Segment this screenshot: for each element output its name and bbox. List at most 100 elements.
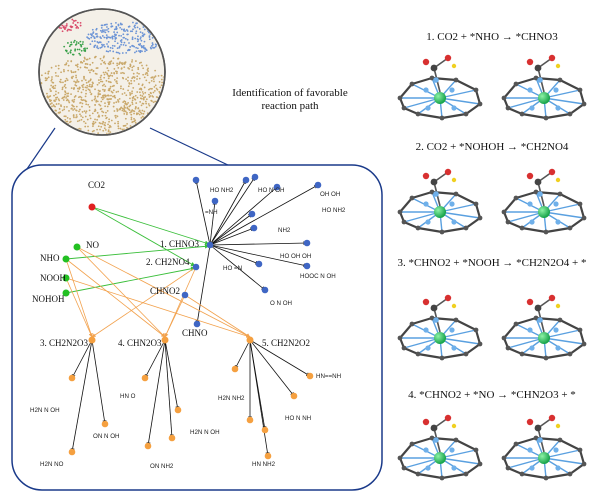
ring-atom — [577, 327, 583, 333]
ring-atom — [567, 471, 573, 477]
nitrogen-atom — [529, 105, 535, 111]
ring-bond — [507, 346, 523, 356]
carbon-atom — [534, 178, 542, 186]
edge-black — [234, 339, 251, 370]
nitrogen-atom — [425, 345, 431, 351]
nitrogen-atom — [433, 437, 439, 443]
reaction-title-2: 2. CO2 + *NOHOH → *CH2NO4 — [416, 141, 569, 153]
node-intermediate — [255, 260, 263, 268]
nitrogen-atom — [425, 105, 431, 111]
ring-atom — [557, 191, 563, 197]
ring-atom — [463, 471, 469, 477]
coordination-bond — [543, 337, 585, 345]
frag-2: HO N OH — [258, 187, 284, 194]
nitrogen-atom — [555, 219, 561, 225]
carbon-atom — [534, 64, 542, 72]
frag-19: H2N N OH — [190, 429, 220, 436]
edge-black — [71, 339, 93, 379]
ring-bond — [474, 329, 482, 345]
node-intermediate — [261, 286, 269, 294]
node-key-product — [88, 336, 96, 344]
edge-black — [209, 213, 253, 246]
node-intermediate — [242, 176, 250, 184]
edge-black — [91, 339, 107, 425]
frag-4: OH OH — [320, 191, 340, 198]
ring-bond — [441, 112, 467, 120]
nitrogen-atom — [553, 87, 559, 93]
ring-bond — [515, 76, 537, 86]
edge-black — [209, 244, 266, 291]
metal-center-atom — [434, 206, 446, 218]
coordination-bond — [507, 337, 545, 349]
ring-atom — [581, 101, 587, 107]
heading-line-2: reaction path — [261, 100, 319, 112]
hydrogen-atom — [451, 63, 457, 69]
cloud-cluster-blue — [86, 21, 163, 55]
nitrogen-atom — [433, 317, 439, 323]
ring-atom — [463, 225, 469, 231]
nitrogen-atom — [527, 87, 533, 93]
coordination-bond — [543, 457, 585, 465]
hydrogen-atom — [555, 423, 561, 429]
ring-atom — [453, 77, 459, 83]
ring-bond — [515, 190, 537, 200]
ring-atom — [415, 225, 421, 231]
ring-atom — [429, 435, 435, 441]
coordination-bond — [439, 457, 481, 465]
edge-black — [209, 227, 255, 246]
node-reactant — [62, 255, 70, 263]
ring-atom — [401, 105, 407, 111]
frag-6: NH2 — [278, 227, 291, 234]
ring-bond — [559, 79, 581, 91]
ring-atom — [477, 341, 483, 347]
nitrogen-atom — [425, 465, 431, 471]
edge-black — [209, 241, 308, 246]
frag-13: HN O — [120, 393, 136, 400]
ring-atom — [415, 351, 421, 357]
ring-bond — [465, 343, 481, 355]
node-product — [101, 420, 109, 428]
ring-atom — [567, 111, 573, 117]
edge-green — [65, 244, 210, 260]
coordination-bond — [543, 449, 581, 459]
ring-atom — [439, 475, 445, 481]
ring-bond — [507, 220, 523, 230]
ring-atom — [567, 225, 573, 231]
ring-atom — [409, 321, 415, 327]
nitrogen-atom — [529, 345, 535, 351]
nitrogen-atom — [451, 105, 457, 111]
ring-bond — [569, 103, 585, 115]
ring-bond — [411, 316, 433, 326]
node-product — [261, 426, 269, 434]
ring-atom — [543, 229, 549, 235]
ring-bond — [503, 83, 517, 99]
adsorption-structure-1 — [397, 54, 483, 121]
edge-black — [194, 179, 211, 246]
ring-atom — [473, 447, 479, 453]
coordination-bond — [439, 329, 477, 339]
ring-atom — [453, 317, 459, 323]
ring-bond — [521, 226, 547, 234]
ring-bond — [507, 466, 523, 476]
ring-bond — [545, 112, 571, 120]
node-intermediate — [211, 197, 219, 205]
edge-black — [146, 339, 166, 447]
carbon-atom — [534, 304, 542, 312]
oxygen-atom — [422, 298, 430, 306]
edge-black — [70, 339, 93, 453]
ring-bond — [417, 352, 443, 360]
edge-black — [209, 184, 319, 246]
ring-atom — [513, 81, 519, 87]
edge-orange — [164, 294, 186, 338]
ring-bond — [521, 112, 547, 120]
edge-black — [144, 339, 166, 379]
ring-atom — [501, 455, 507, 461]
node-product — [68, 448, 76, 456]
carbon-atom — [534, 424, 542, 432]
nitrogen-atom — [553, 201, 559, 207]
oxygen-atom — [548, 168, 556, 176]
ring-bond — [569, 463, 585, 475]
label-chno2: CHNO2 — [150, 286, 180, 296]
nitrogen-atom — [433, 191, 439, 197]
ring-bond — [455, 193, 477, 205]
